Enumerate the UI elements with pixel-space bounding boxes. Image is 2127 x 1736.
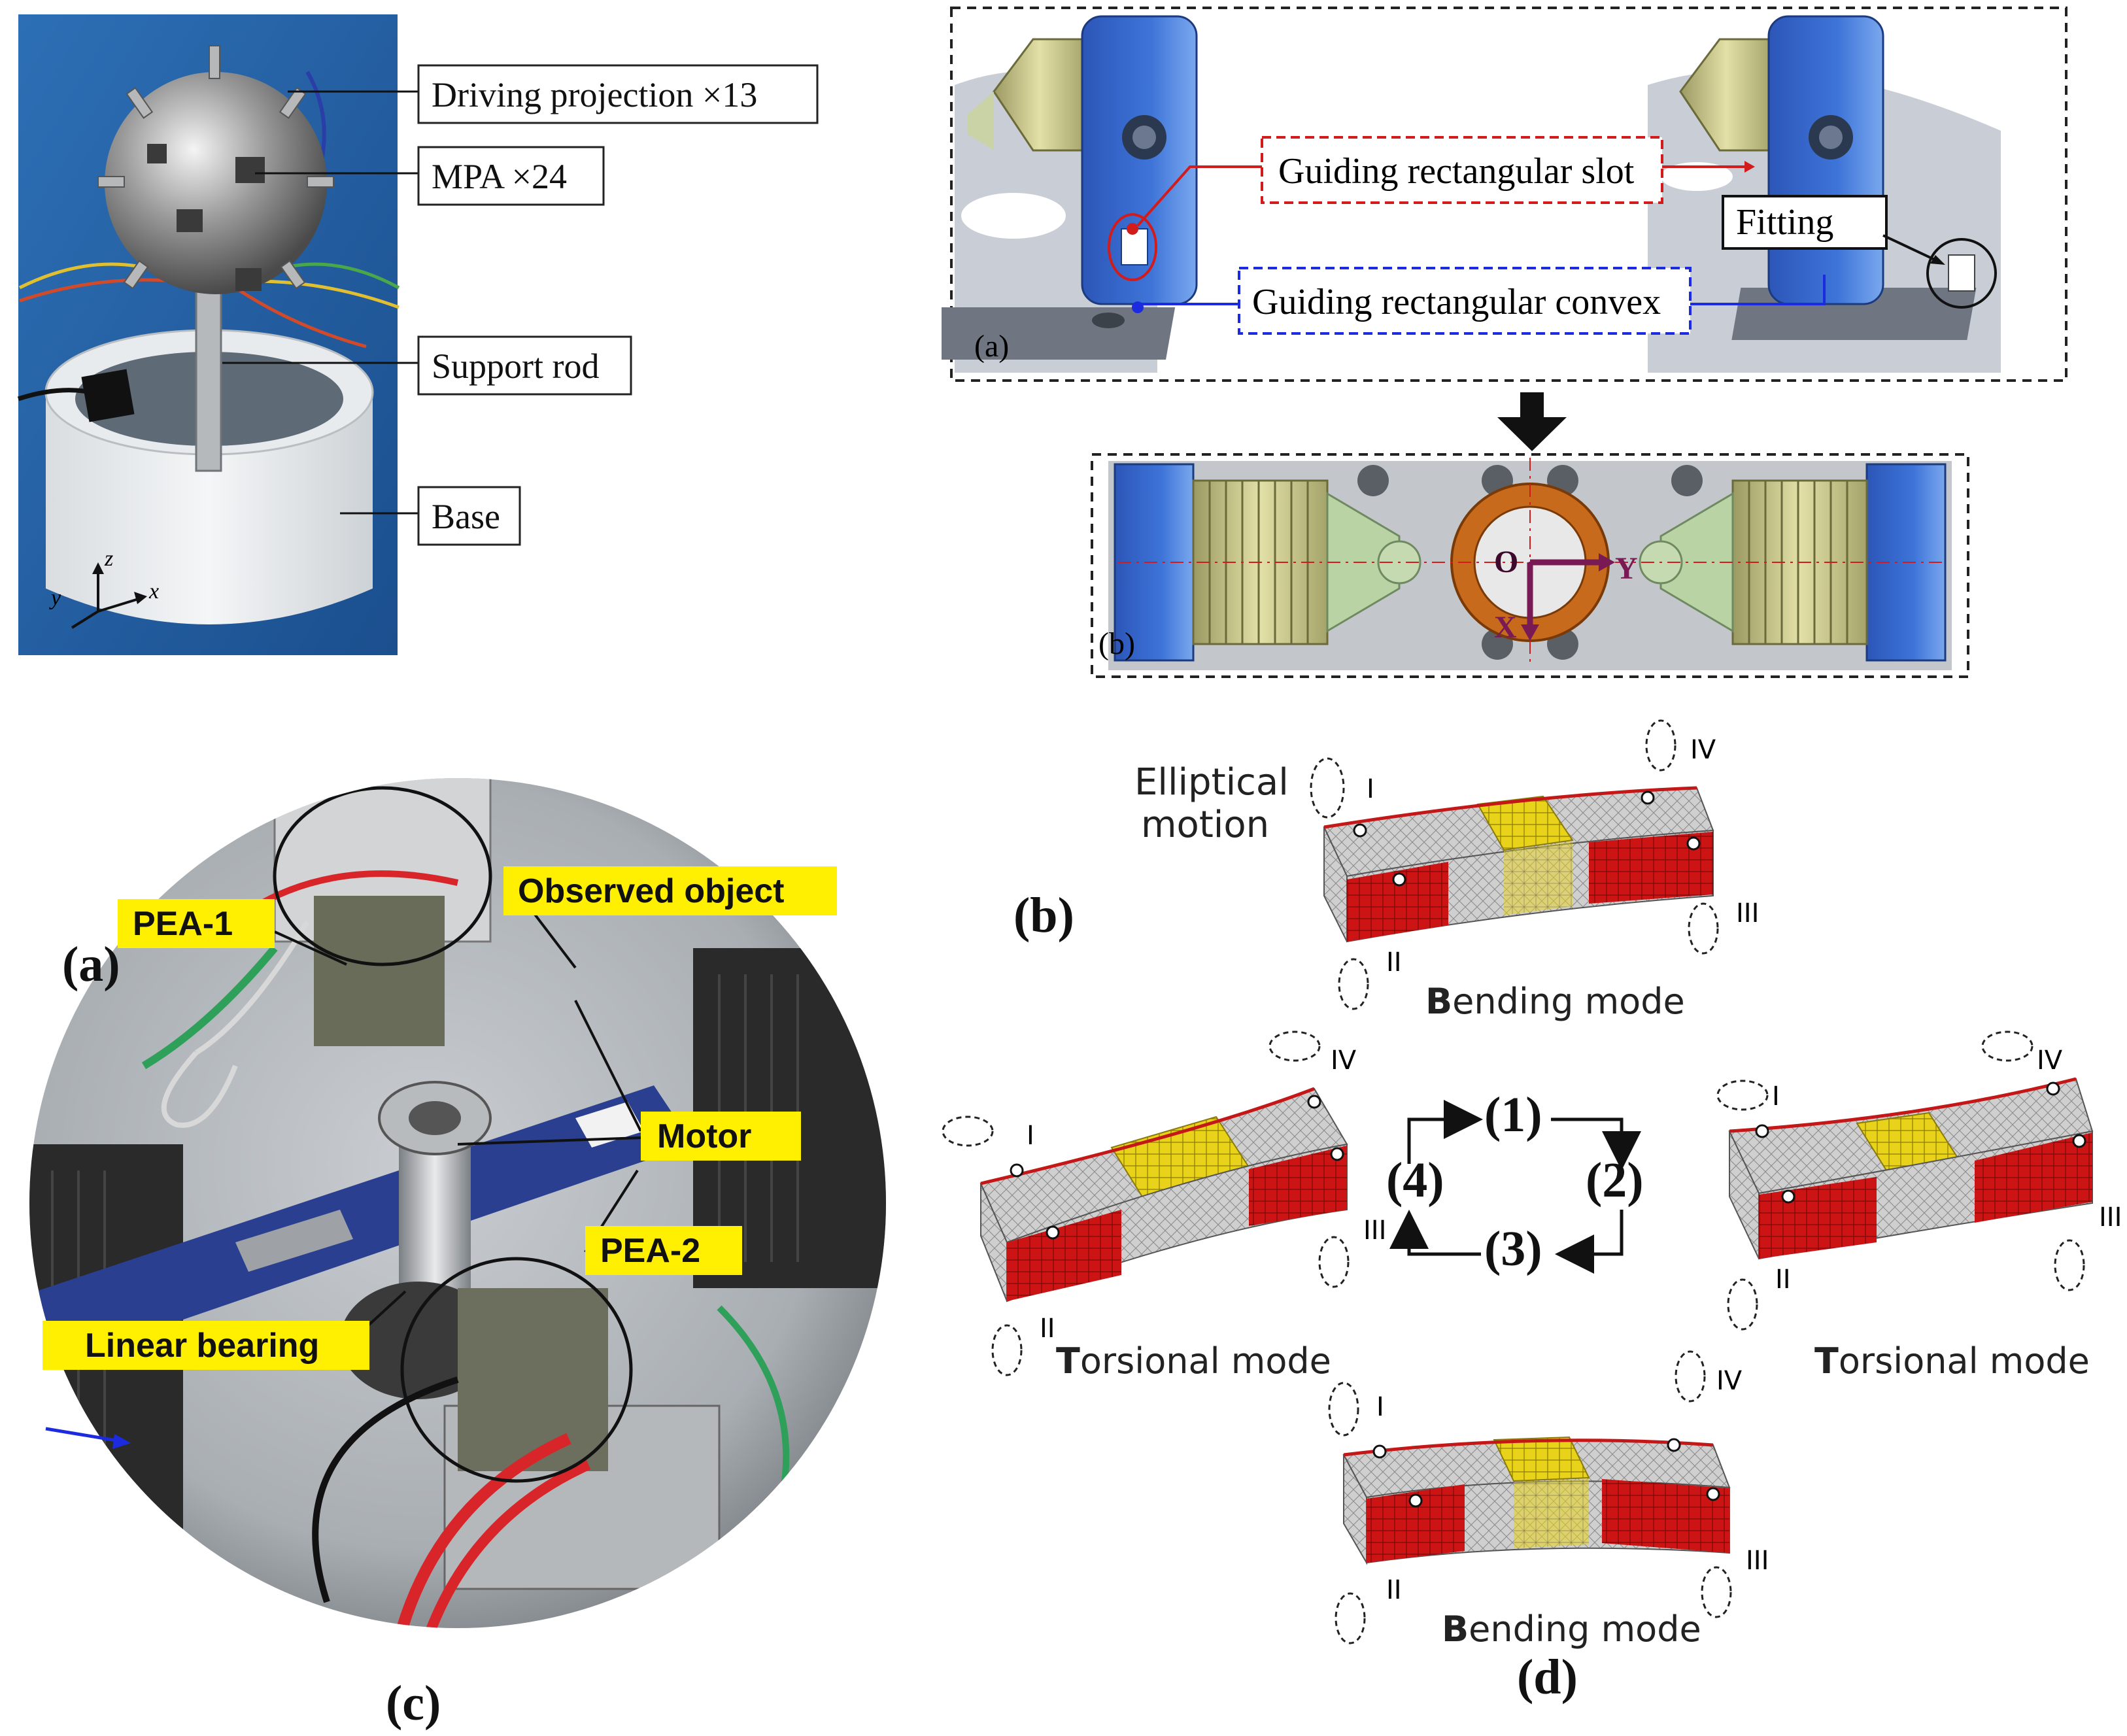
roman-top-3: III [1736, 898, 1759, 928]
label-pea2: PEA-2 [600, 1232, 700, 1270]
label-driving-projection: Driving projection ×13 [432, 75, 757, 114]
elliptical-line2: motion [1141, 804, 1269, 846]
panel-vibration-modes: Elliptical motion (b) I IV III II Bendin… [942, 713, 2125, 1733]
frame-a [950, 7, 2067, 382]
sub-label-b: (b) [1098, 626, 1135, 661]
label-mpa: MPA ×24 [432, 157, 567, 196]
motor-photo-svg: PEA-1 Observed object Motor PEA-2 Linear… [29, 778, 886, 1731]
fitting-callout-box [1722, 195, 1888, 250]
label-bg-bearing [43, 1321, 369, 1370]
cycle-1: (1) [1484, 1087, 1542, 1142]
caption-torsional-right: Torsional mode [1814, 1340, 2090, 1382]
label-pea1: PEA-1 [133, 905, 233, 943]
label-bg-pea2 [585, 1226, 742, 1275]
vibration-modes-svg: Elliptical motion (b) I IV III II Bendin… [942, 719, 2122, 1705]
roman-right-4: IV [2037, 1046, 2063, 1076]
cycle-3: (3) [1484, 1221, 1542, 1276]
sub-label-a: (a) [974, 329, 1009, 364]
roman-bottom-1: I [1376, 1392, 1384, 1422]
label-bg-observed [503, 866, 837, 915]
label-support-rod: Support rod [432, 347, 600, 386]
inner-label-b: (b) [1013, 888, 1074, 943]
label-bg-pea1 [118, 899, 275, 948]
beam-torsional-left [979, 1087, 1348, 1302]
label-linear-bearing: Linear bearing [85, 1327, 319, 1365]
inner-label-a: (a) [62, 937, 120, 992]
spherical-photo-svg: z x y Driving projection ×13 MPA ×24 Sup… [17, 14, 819, 655]
right-blue-block [1767, 15, 1884, 305]
caption-torsional-left: Torsional mode [1056, 1340, 1331, 1382]
label-observed-object: Observed object [518, 872, 784, 910]
axis-triad [71, 569, 141, 629]
roman-left-2: II [1040, 1314, 1055, 1344]
caption-c: (c) [386, 1676, 441, 1731]
slot-callout-box [1261, 136, 1663, 204]
cycle-4: (4) [1386, 1153, 1444, 1208]
roman-bottom-3: III [1746, 1546, 1769, 1576]
convex-callout-box [1238, 267, 1692, 335]
axis-x-cad-label: X [1494, 610, 1517, 645]
caption-d: (d) [1517, 1650, 1578, 1705]
axis-z-label: z [104, 547, 113, 571]
panel-motor-photo: PEA-1 Observed object Motor PEA-2 Linear… [0, 752, 942, 1733]
panel-cad-schematic: Guiding rectangular slot Guiding rectang… [904, 0, 2118, 687]
down-arrow-shaft [1520, 392, 1544, 418]
elliptical-line1: Elliptical [1134, 761, 1289, 804]
roman-right-2: II [1775, 1265, 1791, 1295]
roman-top-2: II [1386, 947, 1402, 978]
roman-left-3: III [1363, 1216, 1386, 1246]
axis-x-label: x [148, 579, 159, 604]
support-rod [195, 286, 222, 472]
label-box-support-rod [417, 335, 632, 396]
beam-bending-top [1323, 786, 1714, 943]
roman-right-3: III [2099, 1202, 2122, 1233]
fitting-label: Fitting [1736, 202, 1833, 243]
label-bg-motor [641, 1112, 801, 1161]
down-arrow-head [1497, 417, 1567, 451]
roman-left-4: IV [1331, 1046, 1357, 1076]
roman-top-1: I [1367, 774, 1374, 804]
cycle-2: (2) [1586, 1153, 1644, 1208]
beam-bending-bottom [1342, 1436, 1731, 1565]
label-box-driving [417, 64, 819, 124]
label-motor: Motor [657, 1117, 751, 1155]
caption-bending-bottom: Bending mode [1442, 1608, 1701, 1650]
beam-torsional-right [1728, 1077, 2094, 1260]
label-base: Base [432, 497, 500, 536]
label-box-mpa [417, 146, 605, 206]
observed-object-strip [29, 1085, 693, 1360]
cad-schematic-svg: Guiding rectangular slot Guiding rectang… [904, 7, 2067, 678]
label-box-base [417, 486, 521, 546]
slot-label: Guiding rectangular slot [1278, 151, 1635, 192]
axis-y-label: y [49, 586, 61, 610]
convex-label: Guiding rectangular convex [1252, 282, 1661, 322]
roman-right-1: I [1772, 1081, 1780, 1112]
mode-cycle: (1) (2) (3) (4) [1386, 1087, 1644, 1276]
axis-y-cad-label: Y [1615, 551, 1638, 586]
roman-bottom-4: IV [1716, 1366, 1743, 1396]
roman-top-4: IV [1690, 735, 1716, 765]
roman-left-1: I [1027, 1121, 1034, 1151]
axis-o-label: O [1494, 545, 1518, 579]
caption-bending-top: Bending mode [1425, 981, 1685, 1022]
panel-spherical-photo: z x y Driving projection ×13 MPA ×24 Sup… [0, 0, 876, 660]
roman-bottom-2: II [1386, 1575, 1402, 1605]
sphere [105, 72, 327, 294]
